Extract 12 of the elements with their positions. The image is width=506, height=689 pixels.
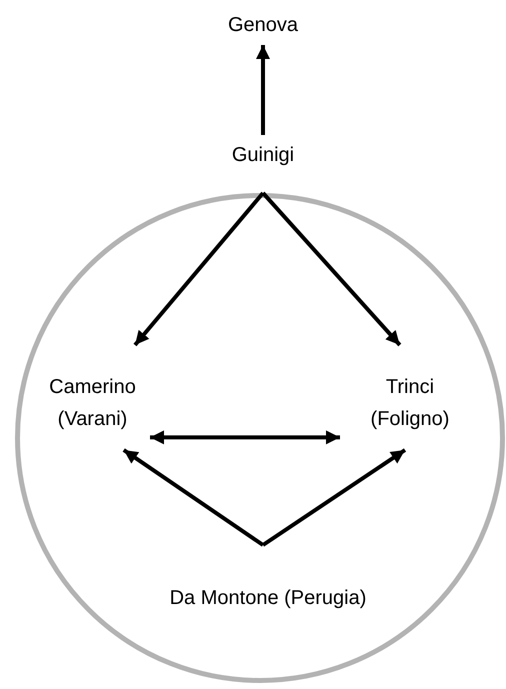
node-label: Trinci (Foligno)	[370, 374, 450, 432]
node-label: Genova	[228, 13, 298, 38]
node-label: Da Montone (Perugia)	[170, 586, 366, 611]
node-label: Guinigi	[232, 143, 294, 168]
arrow	[133, 192, 265, 346]
arrow	[262, 192, 402, 346]
arrow	[122, 448, 264, 547]
circle-outline	[15, 193, 505, 683]
node-label: Camerino (Varani)	[48, 374, 137, 432]
arrow	[150, 430, 340, 444]
arrow	[256, 45, 270, 135]
arrow	[262, 448, 406, 547]
